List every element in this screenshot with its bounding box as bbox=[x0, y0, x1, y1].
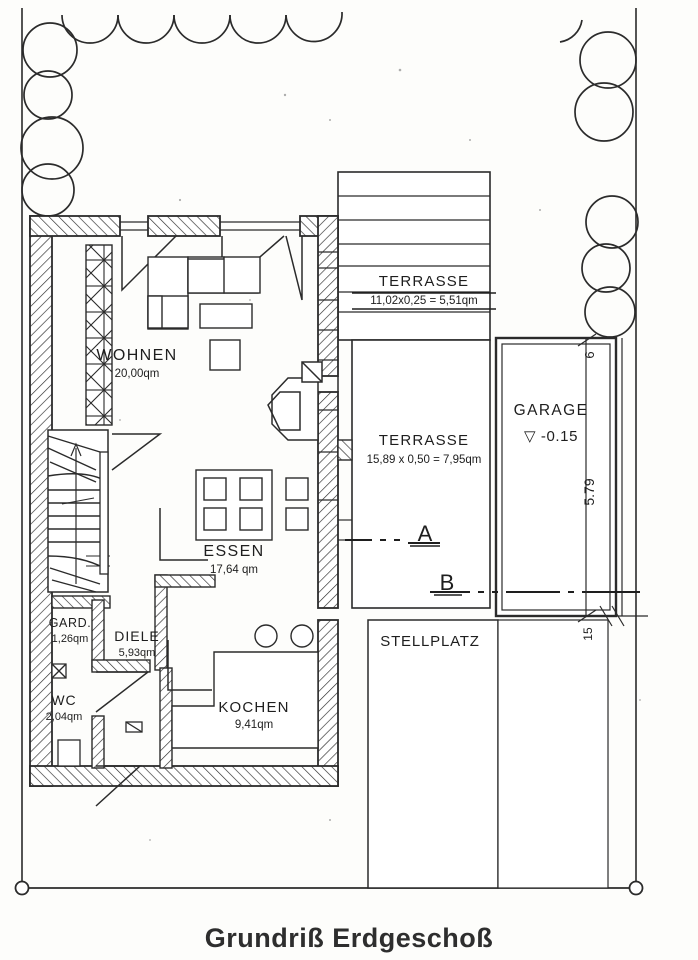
room-area-diele: 5,93qm bbox=[119, 647, 156, 659]
label-underlines bbox=[352, 292, 496, 596]
staircase bbox=[47, 429, 110, 593]
garage-label: GARAGE bbox=[514, 402, 589, 419]
section-marker-a: A bbox=[418, 521, 433, 546]
room-label-wohnen: WOHNEN bbox=[96, 347, 177, 364]
garage-elevation-label: ▽ -0.15 bbox=[524, 428, 578, 445]
living-room-furniture bbox=[147, 256, 261, 371]
room-area-wohnen: 20,00qm bbox=[115, 368, 160, 380]
outdoor-label-terrasse-upper: TERRASSE bbox=[379, 273, 469, 290]
room-label-gard: GARD. bbox=[49, 616, 92, 630]
caption-text: Grundriß Erdgeschoß bbox=[204, 923, 494, 953]
dimension-garage-depth: 5.79 bbox=[581, 478, 597, 505]
room-label-essen: ESSEN bbox=[203, 543, 264, 560]
room-area-gard: 1,26qm bbox=[52, 633, 89, 645]
interior-walls bbox=[51, 433, 216, 769]
room-area-wc: 2,04qm bbox=[46, 711, 83, 723]
drawing-caption: Grundriß Erdgeschoß bbox=[0, 923, 698, 954]
garage-outline bbox=[494, 336, 623, 618]
outdoor-label-terrasse-lower: TERRASSE bbox=[379, 432, 469, 449]
room-label-wc: WC bbox=[51, 692, 76, 708]
dimension-garage-bottom: 15 bbox=[581, 627, 595, 641]
section-line-a bbox=[345, 539, 440, 544]
dimension-lines-garage bbox=[556, 333, 648, 627]
outdoor-calc-terrasse-upper: 11,02x0,25 = 5,51qm bbox=[370, 295, 478, 307]
terrace-lower-area bbox=[351, 339, 491, 609]
vegetation-trees-left bbox=[20, 11, 343, 217]
plan-text-labels: WOHNEN 20,00qm ESSEN 17,64 qm GARD. 1,26… bbox=[46, 273, 597, 731]
window-openings bbox=[318, 251, 352, 541]
dimension-garage-top: 6 bbox=[582, 351, 597, 358]
room-area-essen: 17,64 qm bbox=[210, 564, 258, 576]
wc-fixtures bbox=[51, 663, 143, 767]
stellplatz-area bbox=[367, 619, 609, 889]
section-marker-b: B bbox=[440, 570, 455, 595]
house-exterior-walls bbox=[29, 215, 353, 787]
room-label-diele: DIELE bbox=[114, 628, 159, 644]
room-label-kochen: KOCHEN bbox=[218, 699, 289, 716]
fireplace-stove bbox=[267, 361, 323, 441]
stair-shaft-wall bbox=[85, 244, 113, 426]
kitchen-fixtures bbox=[171, 624, 319, 749]
outdoor-calc-terrasse-lower: 15,89 x 0,50 = 7,95qm bbox=[367, 454, 482, 466]
room-area-kochen: 9,41qm bbox=[235, 719, 273, 731]
door-swings bbox=[95, 235, 339, 807]
outdoor-label-stellplatz: STELLPLATZ bbox=[380, 633, 479, 650]
terrace-upper-area bbox=[337, 171, 491, 341]
dining-furniture bbox=[195, 469, 309, 541]
